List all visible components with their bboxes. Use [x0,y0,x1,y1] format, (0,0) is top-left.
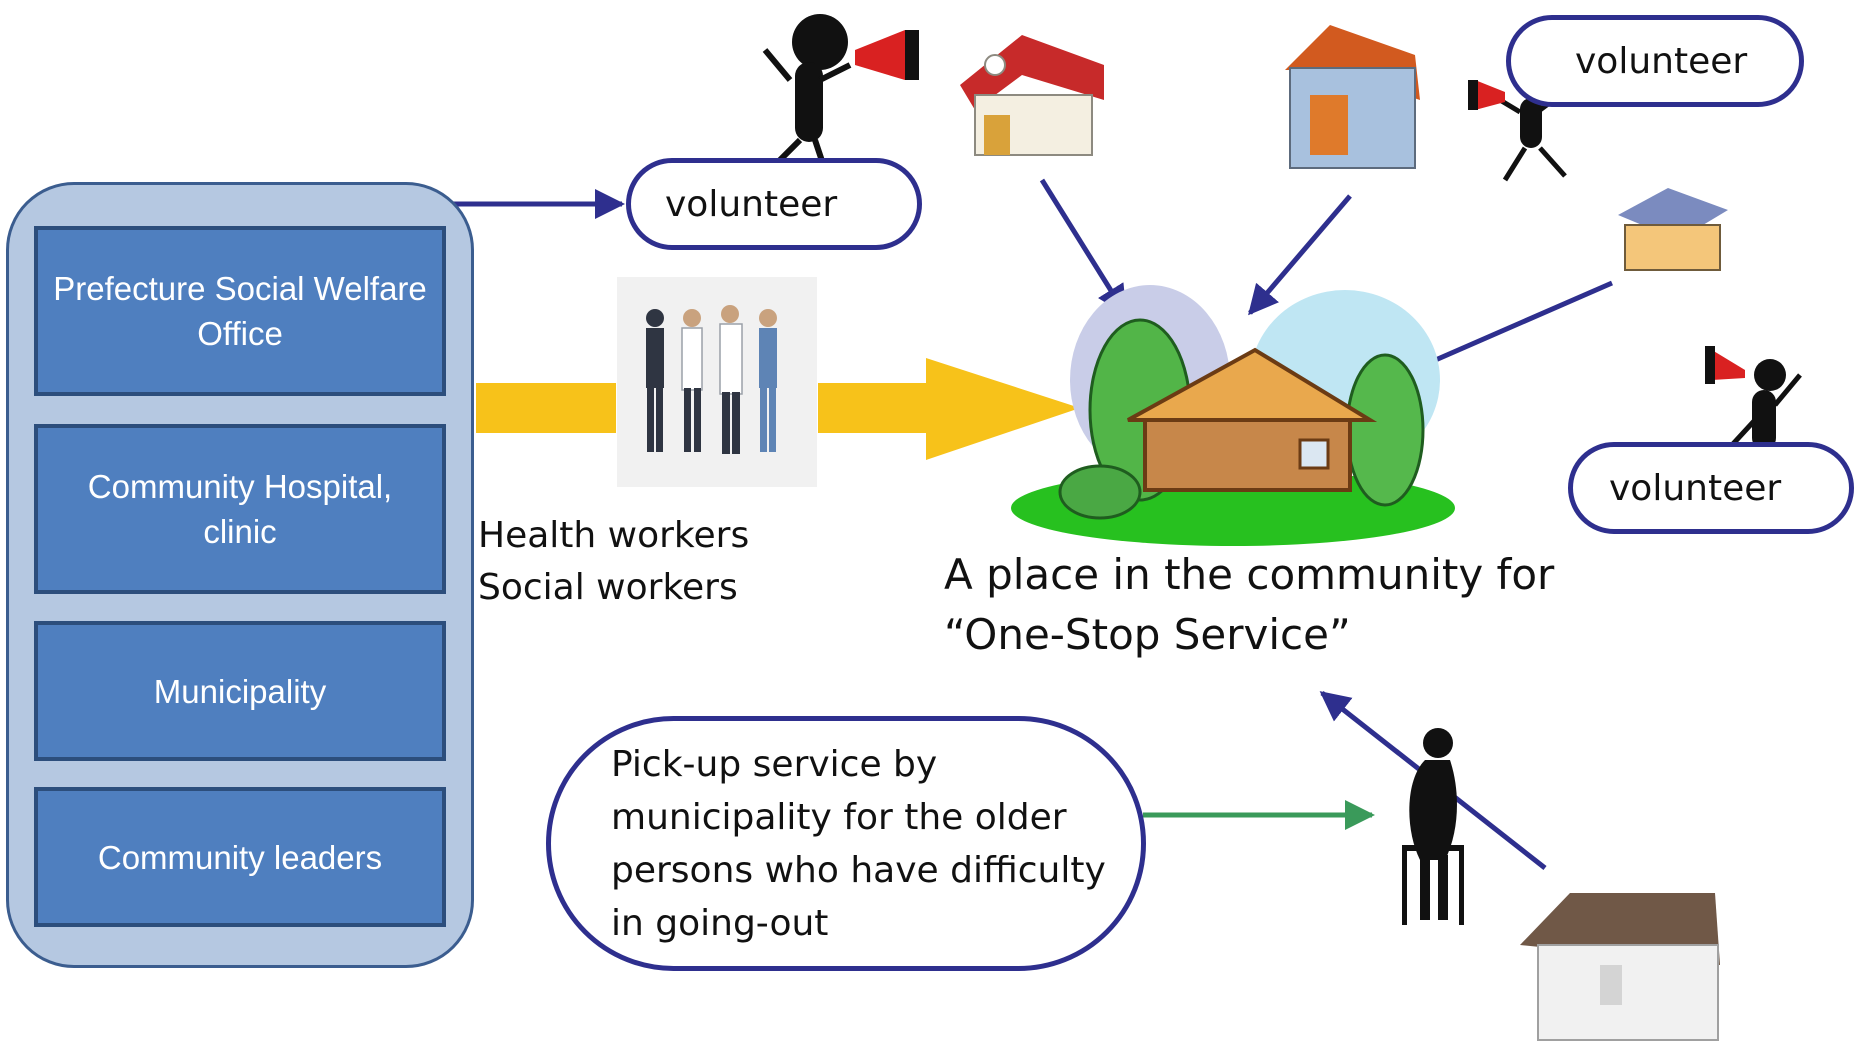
center-caption-line1: A place in the community for [944,550,1555,599]
arrow-house2-to-center [1248,194,1352,316]
arrow-house3-to-center [1405,280,1613,375]
megaphone-person-icon [762,14,919,186]
org-box-hospital: Community Hospital, clinic [34,424,446,594]
house-icon [1618,188,1728,271]
volunteer-pill-left: volunteer [626,158,922,250]
house-icon [1520,893,1720,1041]
doctors-group-icon [617,277,817,487]
pickup-line1: Pick-up service by [611,743,938,785]
yellow-flow-arrow [476,358,1080,460]
org-label: Community Hospital, clinic [87,468,393,550]
house-icon [1285,25,1420,169]
volunteer-pill-top-right: volunteer [1506,15,1804,107]
volunteer-label: volunteer [1575,40,1748,82]
elderly-walker-icon [1402,728,1464,925]
pickup-service-pill: Pick-up service by municipality for the … [546,716,1146,971]
center-caption-line2: “One-Stop Service” [944,610,1351,659]
volunteer-pill-right: volunteer [1568,442,1854,534]
org-label: Prefecture Social Welfare Office [53,270,427,352]
org-box-community-leaders: Community leaders [34,787,446,927]
pickup-line2: municipality for the older [611,796,1067,838]
social-workers-label: Social workers [478,567,738,608]
cabin-icon [1011,285,1455,546]
volunteer-label: volunteer [1609,467,1782,509]
arrow-house1-to-center [1039,178,1128,316]
pickup-line3: persons who have difficulty [611,849,1106,891]
org-label: Community leaders [97,838,383,876]
workers-caption: Health workers Social workers [478,510,749,614]
org-label: Municipality [153,672,327,710]
org-box-prefecture: Prefecture Social Welfare Office [34,226,446,396]
pickup-line4: in going-out [611,902,829,944]
house-icon [960,35,1104,156]
org-box-municipality: Municipality [34,621,446,761]
health-workers-label: Health workers [478,515,750,556]
volunteer-label: volunteer [665,183,838,225]
center-caption: A place in the community for “One-Stop S… [944,545,1554,665]
